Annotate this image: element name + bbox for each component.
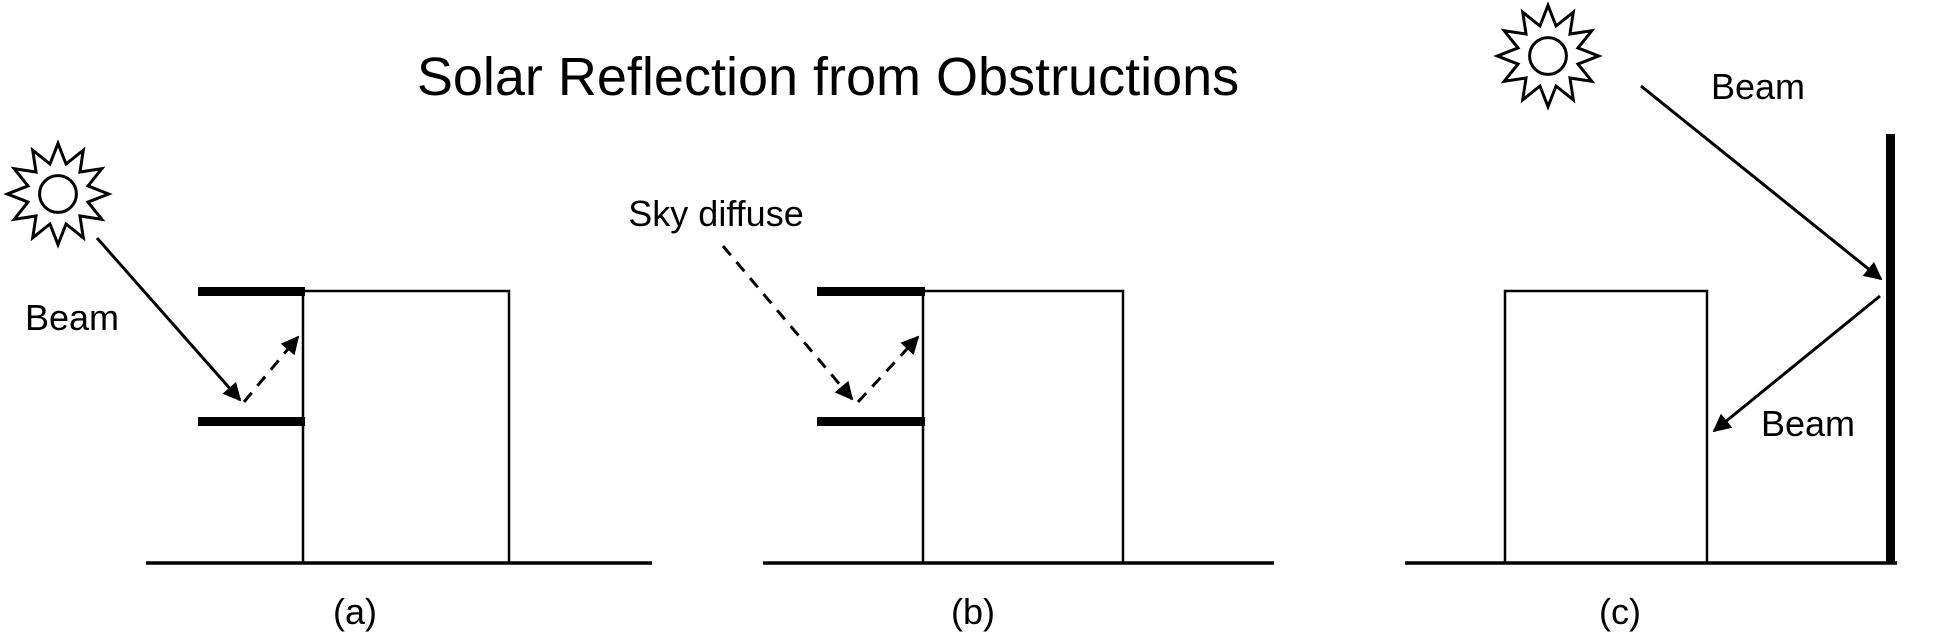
beam-arrow [95,237,242,402]
building [921,289,1125,565]
overhang-top [198,287,305,296]
panel-c: Beam Beam (c) [1405,3,1897,632]
overhang-bottom [198,417,305,426]
beam-reflected-label: Beam [1761,403,1855,444]
building [301,289,511,565]
diagram-title: Solar Reflection from Obstructions [417,47,1239,107]
building [1503,289,1709,565]
sun-icon [1495,3,1601,109]
beam-label: Beam [25,297,119,338]
sun-icon [5,141,111,247]
beam-incident-label: Beam [1711,66,1805,107]
overhang-bottom [817,417,925,426]
reflected-arrow [242,335,300,403]
panel-caption: (a) [333,591,377,632]
beam-arrow [1640,84,1883,281]
reflected-beam-arrow [1712,294,1881,433]
panel-caption: (c) [1599,591,1641,632]
sky-diffuse-label: Sky diffuse [628,193,803,234]
overhang-top [817,287,925,296]
panel-a: Beam (a) [5,141,652,632]
reflected-arrow [856,335,920,404]
vertical-obstruction [1886,134,1895,564]
panel-b: Sky diffuse (b) [628,193,1274,632]
panel-caption: (b) [951,591,995,632]
sky-diffuse-arrow [721,245,854,401]
